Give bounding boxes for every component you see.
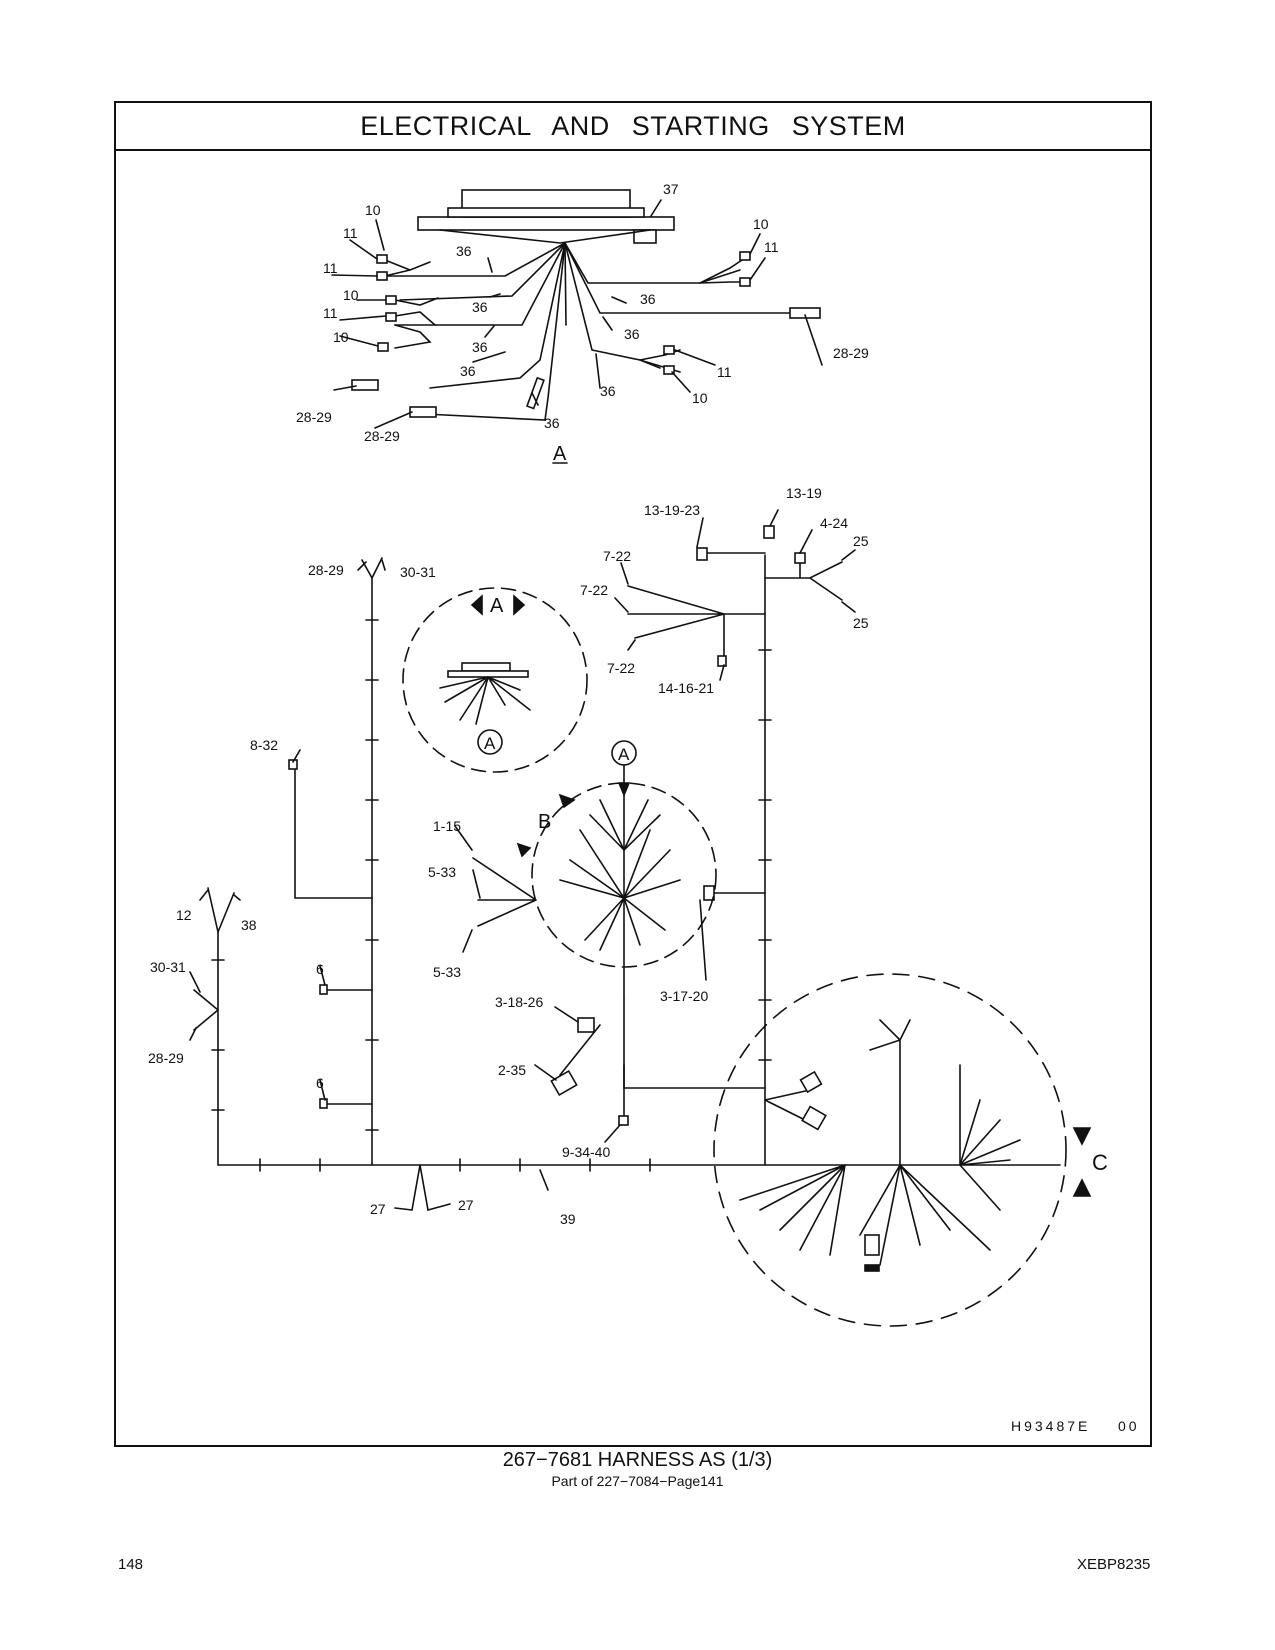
callout-label: 28-29 (833, 345, 869, 361)
detail-a-ecm-harness (331, 189, 823, 464)
callout-label: 11 (323, 260, 338, 276)
callout-label: 28-29 (148, 1050, 184, 1066)
view-arrows (470, 594, 1092, 1197)
callout-label: 13-19 (786, 485, 822, 501)
callout-label: 7-22 (580, 582, 608, 598)
drawing-revision: 00 (1117, 1418, 1140, 1434)
harness-caption: 267−7681 HARNESS AS (1/3) (502, 1449, 773, 1471)
callout-label: 11 (717, 364, 732, 380)
callout-label: 36 (460, 363, 476, 379)
callout-label: 9-34-40 (562, 1144, 610, 1160)
detail-a-view-label: A (553, 443, 567, 465)
callout-label: 36 (544, 415, 560, 431)
callout-label: 36 (640, 291, 656, 307)
callout-label: 28-29 (364, 428, 400, 444)
callout-label: 7-22 (603, 548, 631, 564)
callout-ref-label: A (618, 745, 630, 764)
callout-label: 4-24 (820, 515, 848, 531)
callout-label: 10 (365, 202, 381, 218)
callout-label: 39 (560, 1211, 576, 1227)
callout-label: 30-31 (400, 564, 436, 580)
callout-label: 7-22 (607, 660, 635, 676)
page-number: 148 (118, 1556, 144, 1573)
callout-label: 2-35 (498, 1062, 526, 1078)
callout-label: 36 (472, 339, 488, 355)
drawing-code-number: H93487E (1011, 1418, 1091, 1434)
callout-label: 10 (692, 390, 708, 406)
view-c-circle (713, 973, 1067, 1327)
inset-a-view-label: A (490, 595, 504, 617)
callout-label: 36 (456, 243, 472, 259)
callout-label: 37 (663, 181, 679, 197)
callout-label: 10 (753, 216, 769, 232)
callout-label: 25 (853, 615, 869, 631)
callout-label: 25 (853, 533, 869, 549)
callout-label: 8-32 (250, 737, 278, 753)
callout-label: 28-29 (296, 409, 332, 425)
callout-label: 3-18-26 (495, 994, 543, 1010)
callout-label: 36 (600, 383, 616, 399)
callout-label: 5-33 (428, 864, 456, 880)
callout-label: 5-33 (433, 964, 461, 980)
ecm-module (417, 216, 675, 231)
document-id: XEBP8235 (1077, 1556, 1151, 1573)
callout-label: 27 (370, 1201, 386, 1217)
main-labels: 13-19-23 13-19 4-24 25 25 7-22 7-22 7-22… (148, 485, 1108, 1227)
page-title: ELECTRICAL AND STARTING SYSTEM (116, 103, 1150, 151)
view-b-circle (531, 740, 717, 999)
callout-label: 10 (343, 287, 359, 303)
callout-label: 27 (458, 1197, 474, 1213)
callout-label: 11 (764, 239, 779, 255)
harness-subcaption: Part of 227−7084−Page141 (551, 1473, 724, 1489)
callout-label: 11 (323, 305, 338, 321)
callout-label: 28-29 (308, 562, 344, 578)
callout-label: 10 (333, 329, 349, 345)
drawing-frame: ELECTRICAL AND STARTING SYSTEM (114, 101, 1152, 1447)
callout-leaders (189, 509, 856, 1211)
callout-label: 12 (176, 907, 192, 923)
view-b-label: B (538, 811, 551, 833)
callout-label: 3-17-20 (660, 988, 708, 1004)
callout-label: 14-16-21 (658, 680, 714, 696)
inset-a-circle (402, 587, 588, 773)
drawing-code: H93487E 00 (1011, 1418, 1140, 1434)
callout-label: 38 (241, 917, 257, 933)
detail-a-labels: 37 10 11 11 10 11 10 36 36 36 36 36 28-2… (296, 181, 869, 465)
view-c-label: C (1092, 1150, 1108, 1175)
callout-label: 6 (316, 1075, 324, 1091)
callout-label: 36 (624, 326, 640, 342)
callout-label: 1-15 (433, 818, 461, 834)
callout-label: 11 (343, 225, 358, 241)
inset-a-ref-label: A (484, 734, 496, 753)
callout-label: 36 (472, 299, 488, 315)
main-harness (193, 525, 1061, 1211)
callout-label: 13-19-23 (644, 502, 700, 518)
callout-label: 6 (316, 961, 324, 977)
callout-label: 30-31 (150, 959, 186, 975)
